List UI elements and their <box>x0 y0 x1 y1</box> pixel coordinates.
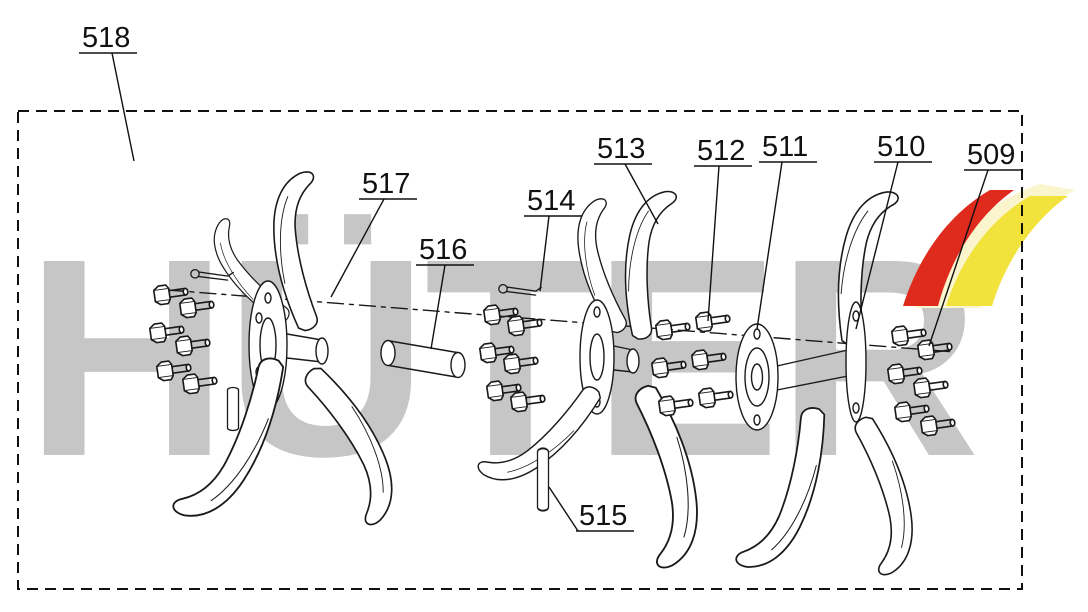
callout-leader-line <box>539 215 550 292</box>
callout-516: 516 <box>416 234 474 350</box>
rotor-assembly-middle <box>475 187 735 570</box>
rotor-assembly-left <box>148 170 466 535</box>
part-number-label: 511 <box>762 131 808 163</box>
callout-layer: 518 517 516 514 513 512 511 510 509 515 <box>79 22 1022 532</box>
stud-pin-515 <box>536 447 550 512</box>
callout-513: 513 <box>594 133 659 225</box>
mounting-plate-510 <box>845 301 867 423</box>
logo-red-band <box>903 190 1014 306</box>
callout-512: 512 <box>694 135 752 322</box>
callout-leader-line <box>111 52 135 162</box>
callout-517: 517 <box>330 168 417 298</box>
shaft-516 <box>380 339 466 379</box>
callout-leader-line <box>707 165 720 322</box>
callout-514: 514 <box>524 185 582 292</box>
part-number-label: 509 <box>967 139 1015 171</box>
brand-logo <box>903 184 1075 308</box>
coupling-flange-511 <box>735 323 779 431</box>
part-number-label: 518 <box>82 22 130 54</box>
callout-515: 515 <box>548 486 634 532</box>
callout-510: 510 <box>855 131 932 330</box>
callout-leader-line <box>548 486 579 532</box>
part-number-label: 517 <box>362 168 410 200</box>
callout-511: 511 <box>756 131 817 330</box>
callout-leader-line <box>756 161 783 330</box>
part-number-label: 513 <box>597 133 645 165</box>
rotor-assembly-right <box>733 184 957 581</box>
callout-509: 509 <box>928 139 1022 347</box>
part-number-label: 510 <box>877 131 925 163</box>
callout-leader-line <box>430 264 446 350</box>
diagram-art <box>148 170 957 581</box>
part-number-label: 512 <box>697 135 745 167</box>
part-number-label: 514 <box>527 185 575 217</box>
callout-518: 518 <box>79 22 137 162</box>
callout-leader-line <box>855 161 899 330</box>
spacer-pin <box>226 386 240 432</box>
hub-tube-right <box>776 349 849 391</box>
callout-leader-line <box>928 169 989 347</box>
part-number-label: 515 <box>579 500 627 532</box>
part-number-label: 516 <box>419 234 467 266</box>
callout-leader-line <box>330 198 385 298</box>
callout-leader-line <box>624 163 659 225</box>
logo-yellow-band <box>946 196 1068 306</box>
assembly-boundary-dashed-border <box>17 110 1023 590</box>
